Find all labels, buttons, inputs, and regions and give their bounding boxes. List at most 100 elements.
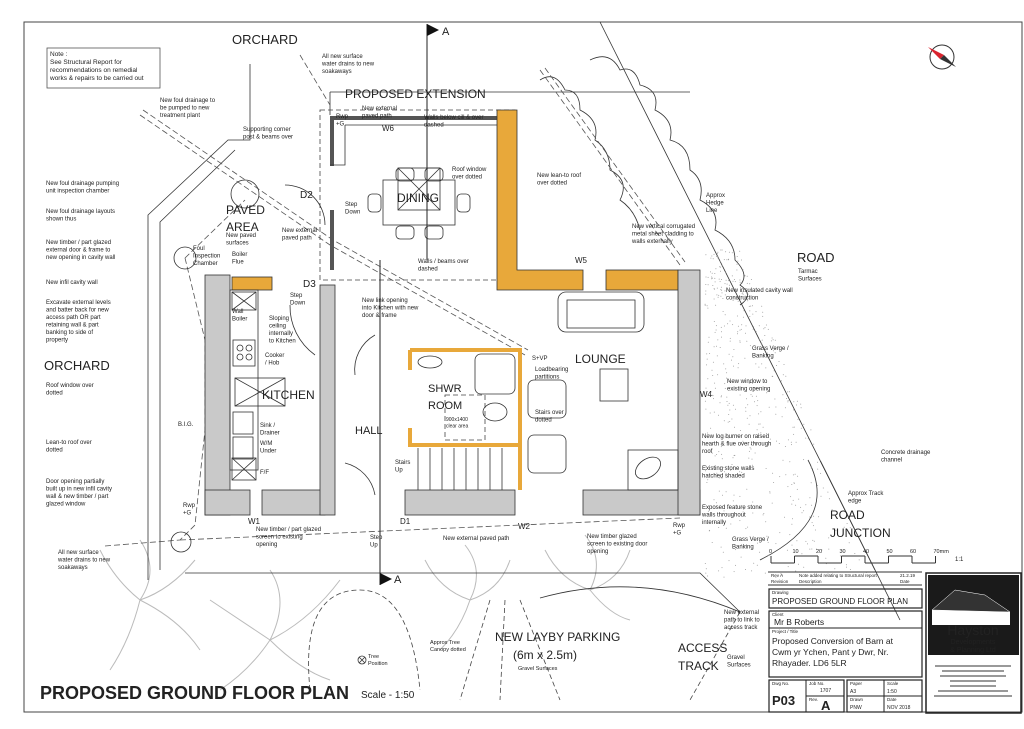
stipple-dot (765, 521, 767, 523)
stipple-dot (739, 341, 741, 343)
stipple-dot (793, 426, 795, 428)
stipple-dot (745, 569, 746, 570)
stipple-dot (720, 249, 722, 251)
annotation-line: D1 (400, 517, 411, 526)
stipple-dot (719, 347, 721, 348)
stipple-dot (788, 391, 790, 393)
annotation-line: Cooker (265, 353, 284, 359)
annotation-line: Flue (232, 260, 244, 266)
stipple-dot (746, 488, 748, 490)
annotation-line: All new surface (58, 550, 99, 556)
stipple-dot (731, 464, 733, 465)
stipple-dot (707, 378, 709, 380)
stipple-dot (771, 502, 773, 504)
hedge-line (589, 56, 748, 306)
client-name: Mr B Roberts (774, 617, 824, 627)
stipple-dot (713, 321, 715, 322)
annotation-line: built up in new infil cavity (46, 487, 112, 493)
stipple-dot (716, 355, 718, 357)
stipple-dot (803, 423, 805, 425)
annotation-layby-gravel: Gravel Surfaces (518, 666, 558, 672)
stipple-dot (846, 523, 848, 524)
stipple-dot (714, 387, 716, 389)
annotation-line: surfaces (226, 241, 249, 247)
annotation-ff: F/F (260, 470, 269, 476)
section-marker-bottom: A (394, 574, 402, 586)
stipple-dot (707, 510, 709, 512)
stipple-dot (762, 514, 764, 516)
stipple-dot (848, 532, 850, 534)
stipple-dot (713, 298, 715, 300)
stipple-dot (754, 387, 756, 389)
stipple-dot (764, 327, 766, 329)
stipple-dot (800, 407, 802, 409)
stipple-dot (759, 423, 761, 425)
stipple-dot (766, 392, 768, 394)
scale-bar-tick-label: 20 (816, 549, 822, 555)
stipple-dot (773, 370, 775, 372)
stipple-dot (787, 400, 789, 402)
annotation-proposed-extension: PROPOSED EXTENSION (345, 87, 486, 101)
stipple-dot (805, 540, 807, 542)
scale-bar-tick-label: 10 (793, 549, 799, 555)
annotation-big: B.I.G. (178, 422, 194, 428)
annotation-line: Approx Tree (430, 640, 460, 646)
tree-canopy-outline (308, 589, 421, 691)
stipple-dot (820, 472, 822, 474)
title-block: Rev A Revision Note added relating to St… (768, 571, 1022, 714)
stipple-dot (778, 361, 780, 362)
annotation-line: New link opening (362, 298, 408, 304)
stipple-dot (717, 374, 719, 376)
stipple-dot (746, 275, 748, 277)
annotation-line: ORCHARD (232, 32, 298, 47)
stipple-dot (737, 325, 739, 327)
stipple-dot (818, 516, 820, 518)
stipple-dot (805, 437, 807, 439)
stipple-dot (733, 349, 735, 350)
annotation-line: walls throughout (701, 513, 746, 519)
scale-bar-tick-label: 50 (887, 549, 893, 555)
rev-no-caption: Rev. (809, 697, 818, 702)
stipple-dot (807, 543, 808, 545)
stipple-dot (714, 455, 716, 457)
stipple-dot (761, 343, 763, 345)
stipple-dot (714, 273, 716, 274)
stipple-dot (772, 472, 774, 474)
stipple-dot (716, 255, 718, 257)
annotation-line: external door & frame to (46, 248, 111, 254)
stipple-dot (813, 525, 814, 527)
stipple-dot (709, 529, 711, 531)
scale-caption: Scale (887, 681, 899, 686)
stipple-dot (726, 476, 728, 478)
annotation-line: Banking (732, 545, 754, 551)
stipple-dot (758, 338, 760, 340)
annotation-line: unit inspection chamber (46, 189, 109, 195)
stipple-dot (748, 457, 750, 459)
stipple-dot (713, 411, 715, 413)
stipple-dot (754, 442, 755, 444)
scale-bar-tick-label: 0 (769, 549, 772, 555)
stipple-dot (752, 305, 753, 307)
stipple-dot (733, 494, 735, 496)
stipple-dot (739, 495, 741, 497)
annotation-line: ORCHARD (44, 358, 110, 373)
annotation-line: New log burner on raised (702, 434, 769, 440)
annotation-line: dashed (424, 123, 444, 129)
stipple-dot (705, 408, 707, 410)
stipple-dot (800, 427, 802, 429)
stipple-dot (721, 249, 723, 251)
annotation-line: KITCHEN (262, 388, 315, 402)
annotation-line: ROOM (428, 400, 462, 412)
stipple-dot (728, 353, 730, 355)
annotation-line: partitions (535, 375, 559, 381)
annotation-line: Step (345, 202, 358, 208)
